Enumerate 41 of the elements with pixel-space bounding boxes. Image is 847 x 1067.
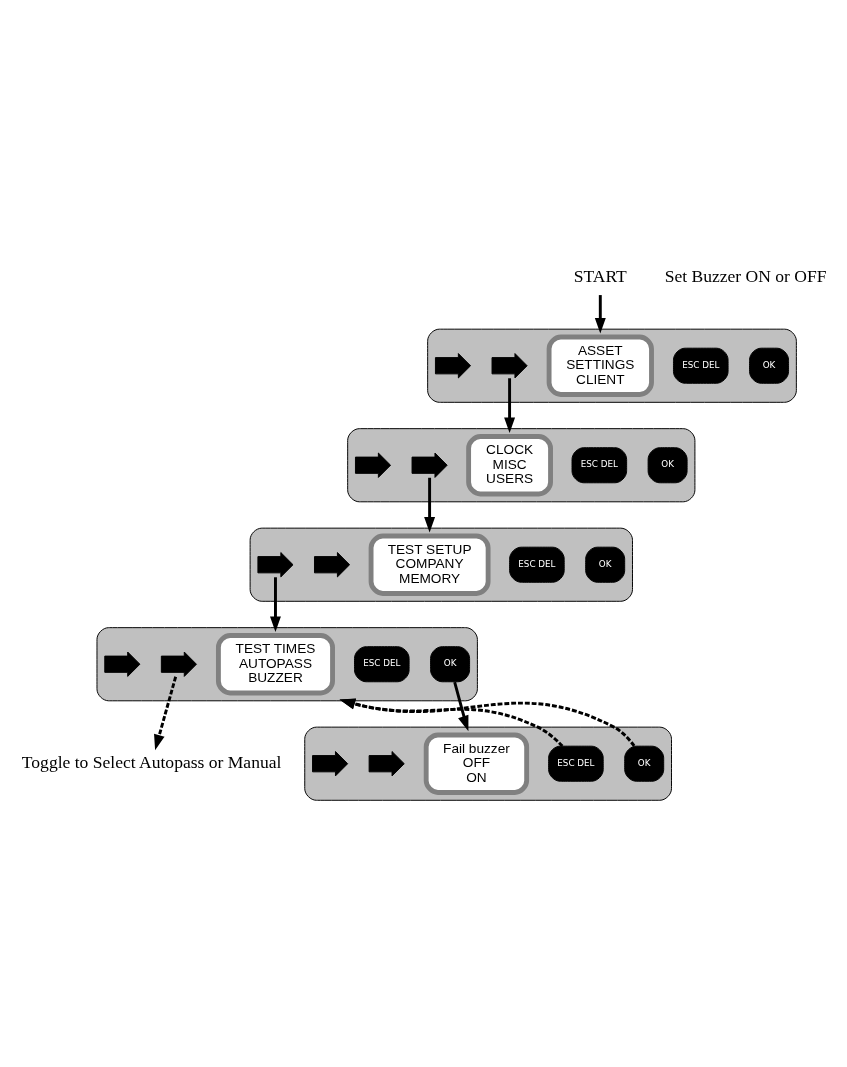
node-button (411, 452, 448, 478)
node-button (354, 452, 392, 478)
arrow (504, 377, 516, 433)
node-button (491, 352, 528, 378)
arrow (594, 294, 606, 334)
arrow (154, 675, 178, 750)
node-button (434, 352, 472, 378)
node-button (314, 551, 351, 577)
node-box: TEST SETUP COMPANY MEMORY (368, 533, 491, 596)
node-text: START (573, 265, 627, 286)
cluster (427, 328, 797, 403)
node-button (368, 750, 405, 776)
node-box: ASSET SETTINGS CLIENT (546, 334, 654, 397)
cluster (304, 726, 672, 801)
label: Set Buzzer ON or OFF (664, 265, 827, 286)
node-button (312, 750, 349, 776)
node-box: ESC DEL (509, 546, 565, 583)
node-box: OK (624, 745, 665, 782)
node-box: OK (585, 546, 626, 583)
node-box: OK (430, 645, 471, 682)
node-box: CLOCK MISC USERS (466, 433, 553, 496)
cluster (96, 626, 478, 701)
arrow (453, 681, 469, 731)
node-box: TEST TIMES AUTOPASS BUZZER (215, 632, 335, 695)
node-box: ESC DEL (672, 347, 729, 384)
arrow (424, 477, 436, 533)
node-button (257, 551, 294, 577)
arrow (339, 698, 564, 747)
node-box: Fail buzzer OFF ON (423, 732, 530, 795)
node-button (160, 651, 197, 677)
arrow (270, 576, 281, 632)
node-box: ESC DEL (571, 446, 628, 483)
arrow (339, 698, 636, 747)
node-button (104, 651, 141, 677)
cluster (249, 527, 633, 602)
node-box: OK (749, 347, 790, 384)
cluster (347, 427, 696, 502)
node-box: ESC DEL (354, 645, 410, 682)
node-box: OK (647, 446, 688, 483)
node-box: ESC DEL (548, 745, 604, 782)
node-text: Toggle to Select Autopass or Manual (21, 751, 282, 772)
